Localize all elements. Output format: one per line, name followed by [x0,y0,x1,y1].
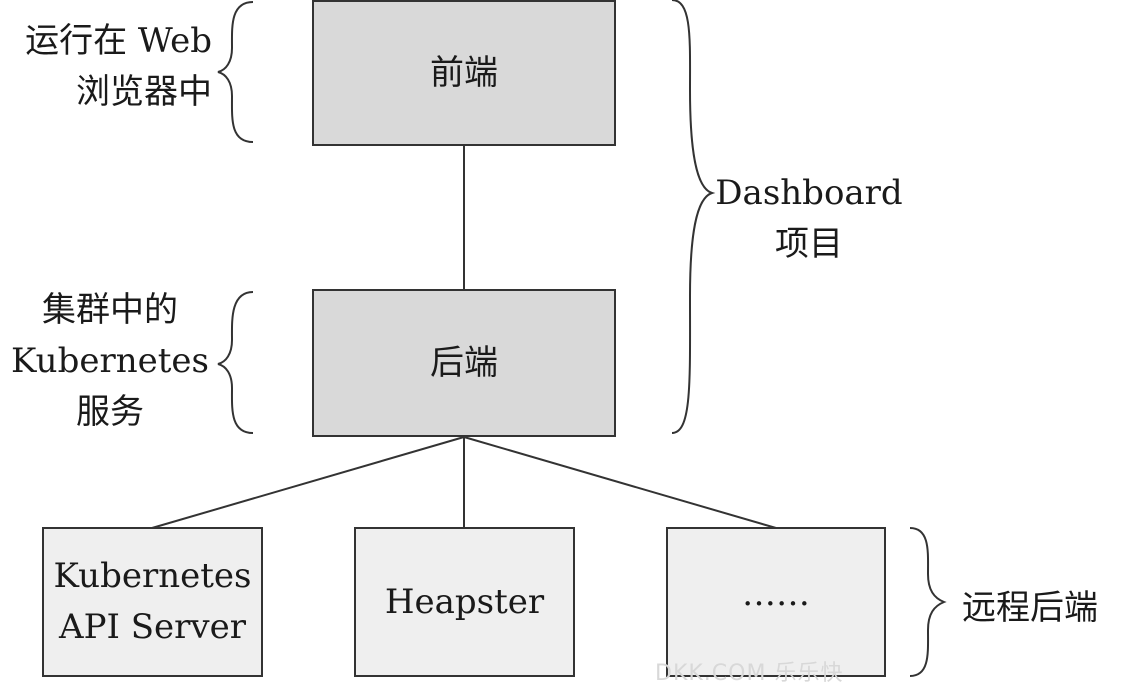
remote-backends-brace [909,527,947,677]
browser-brace [217,1,254,143]
dashboard-project-annotation: Dashboard 项目 [714,168,904,270]
backend-label: 后端 [430,342,498,383]
api-server-label-line2: API Server [59,607,246,647]
backend-api-link [151,436,465,529]
cluster-service-annotation-line3: 服务 [76,392,144,432]
watermark-text: DKK.COM 乐乐快 [655,661,844,686]
backend-more-link [463,436,777,529]
browser-annotation-line2: 浏览器中 [76,72,212,112]
browser-annotation-line1: 运行在 Web [25,21,212,61]
cluster-service-brace [217,291,254,434]
remote-backends-label: 远程后端 [962,588,1098,628]
cluster-service-annotation: 集群中的 Kubernetes 服务 [10,285,210,438]
cluster-service-annotation-line2: Kubernetes [11,341,209,381]
api-server-node: Kubernetes API Server [42,527,263,677]
more-backends-label: …… [742,573,810,614]
heapster-label: Heapster [384,581,545,622]
cluster-service-annotation-line1: 集群中的 [42,290,178,330]
remote-backends-annotation: 远程后端 [962,583,1098,634]
browser-annotation: 运行在 Web 浏览器中 [25,16,212,118]
dashboard-project-annotation-line2: 项目 [775,224,843,264]
dashboard-project-brace [671,0,716,434]
backend-node: 后端 [312,289,616,437]
api-server-label-line1: Kubernetes [53,556,252,596]
frontend-node: 前端 [312,0,616,146]
frontend-label: 前端 [430,52,498,93]
more-backends-node: …… [666,527,886,677]
dashboard-project-annotation-line1: Dashboard [715,173,903,213]
heapster-node: Heapster [354,527,575,677]
